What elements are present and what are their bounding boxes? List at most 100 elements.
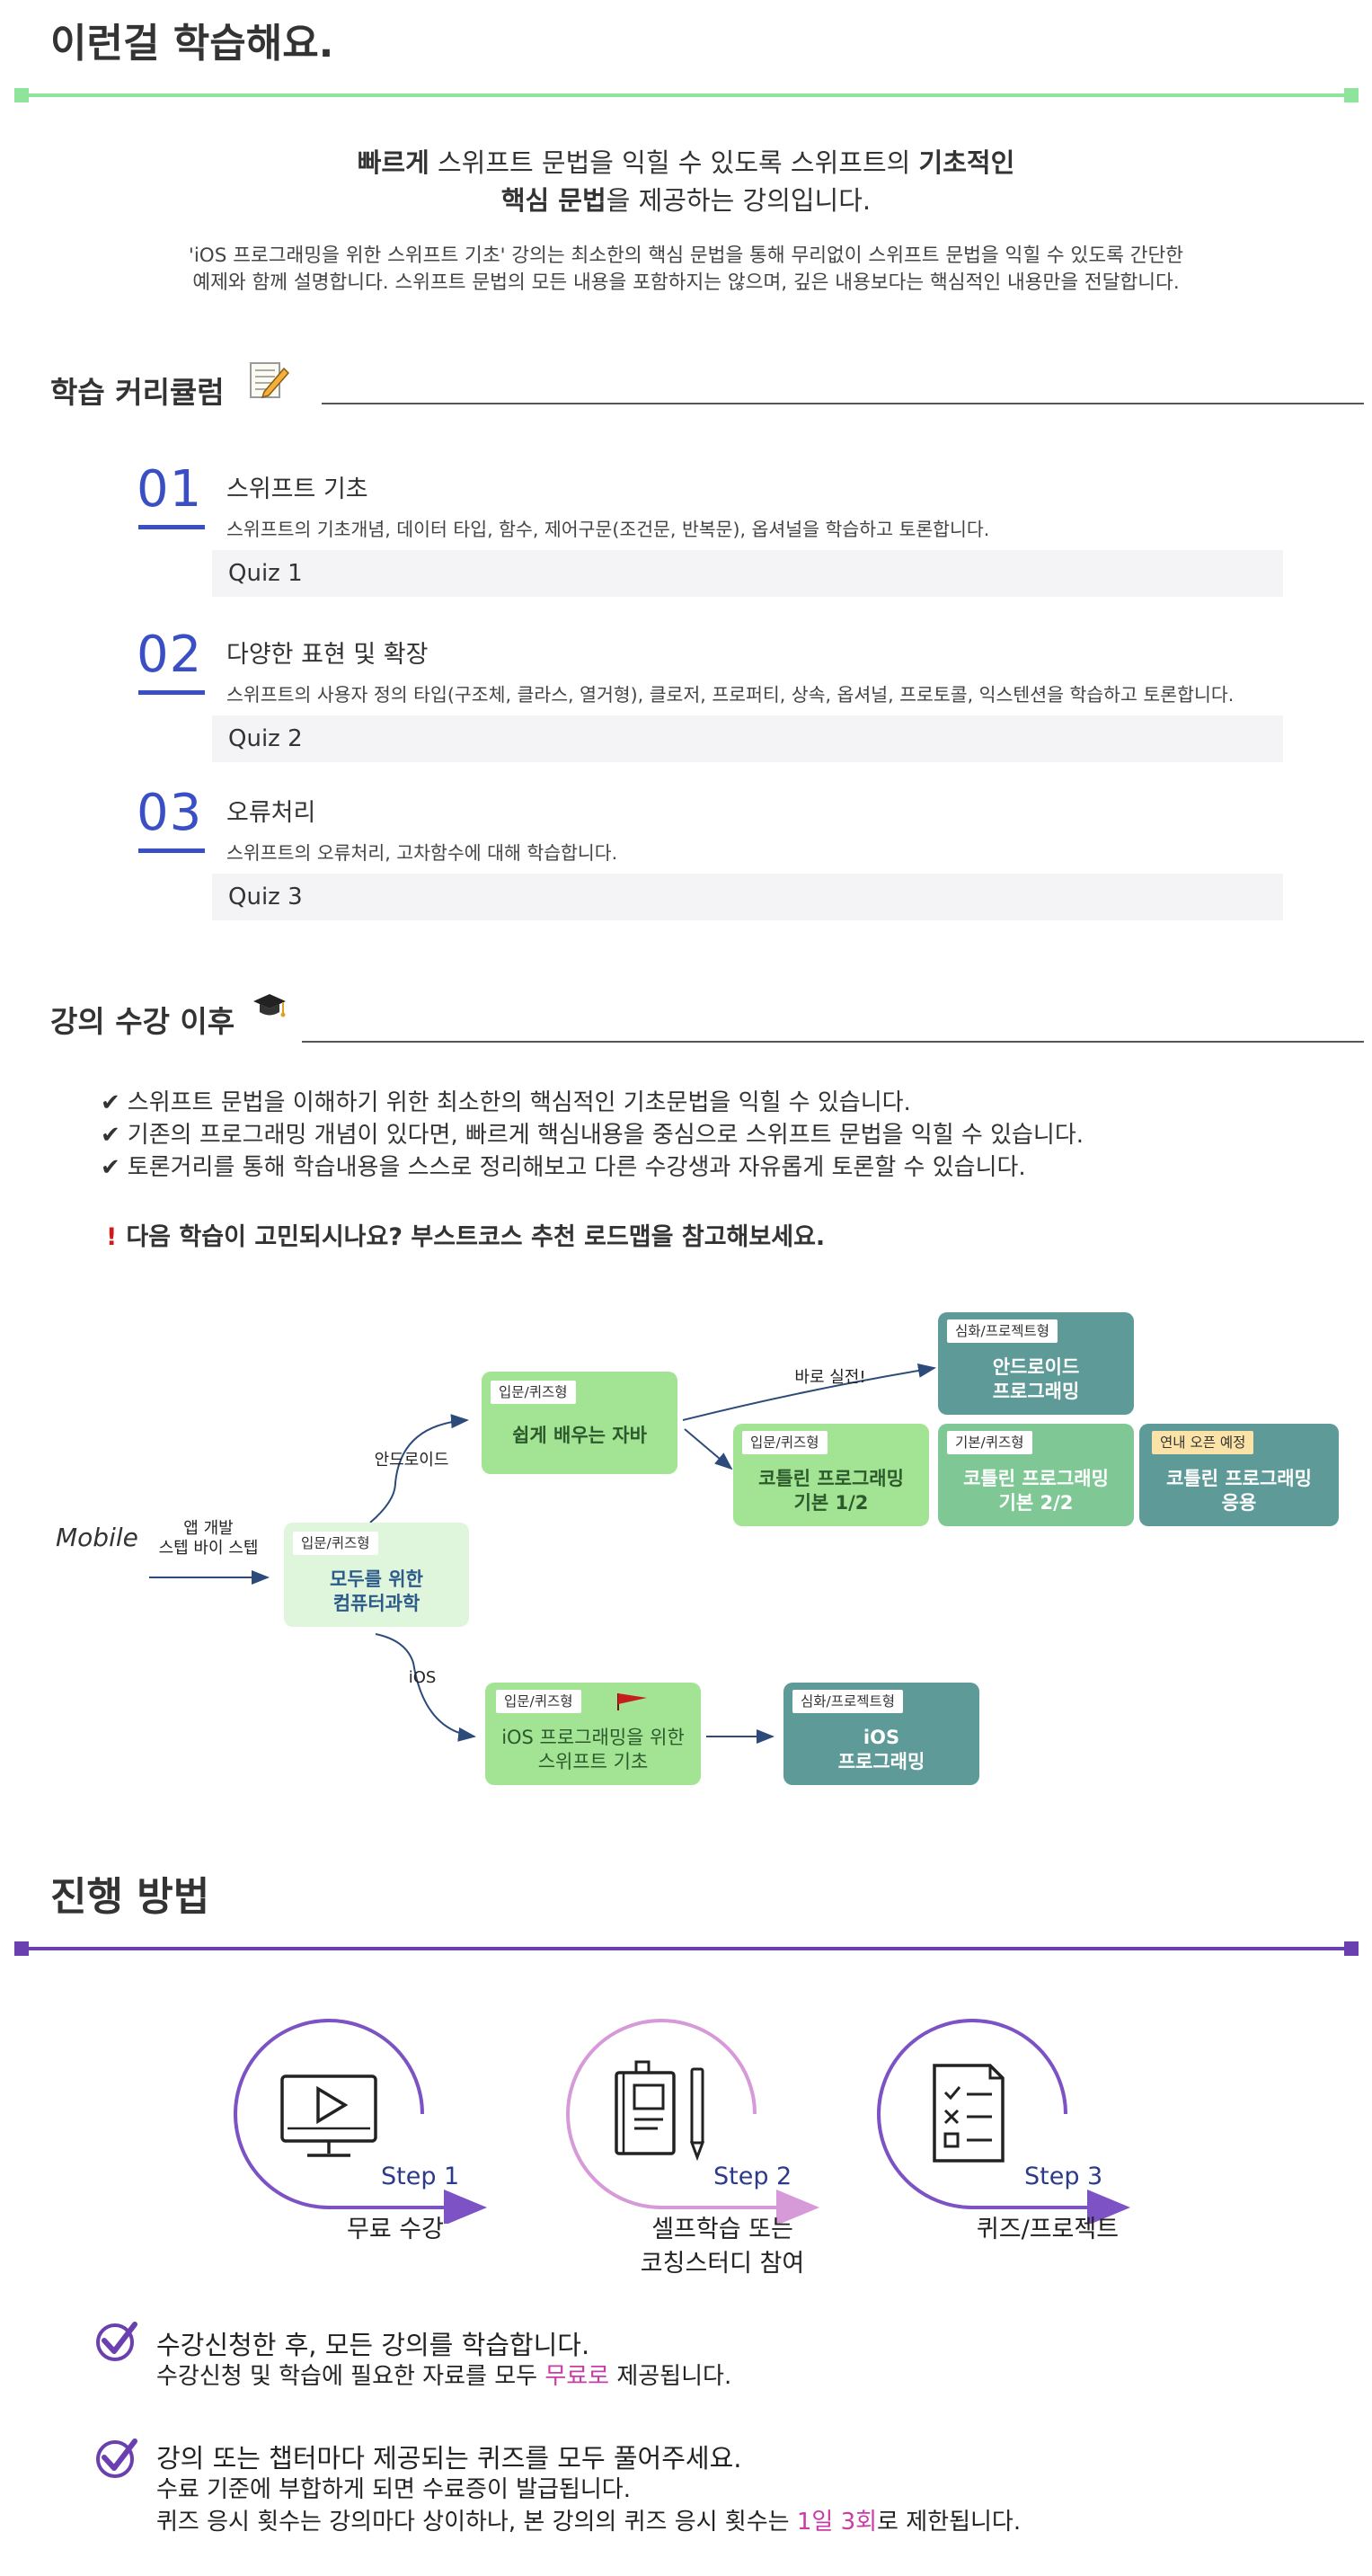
roadmap-node-cs[interactable]: 입문/퀴즈형 모두를 위한 컴퓨터과학: [284, 1523, 469, 1627]
roadmap-node-android[interactable]: 심화/프로젝트형 안드로이드 프로그래밍: [938, 1312, 1134, 1415]
step-1-graphic: [234, 2019, 487, 2224]
step-2-label: Step 2: [713, 2163, 792, 2190]
step-2-graphic: [566, 2019, 819, 2224]
after-item-text: 기존의 프로그래밍 개념이 있다면, 빠르게 핵심내용을 중심으로 스위프트 문…: [127, 1122, 1084, 1149]
section-divider-green: [22, 93, 1351, 97]
step-3-graphic: [877, 2019, 1130, 2224]
lead-bold-basic: 기초적인: [918, 147, 1015, 178]
rule-cap-right: [1344, 88, 1359, 102]
intro-desc-line-1: 'iOS 프로그래밍을 위한 스위프트 기초' 강의는 최소한의 핵심 문법을 …: [188, 244, 1184, 267]
edge-label-app: 앱 개발 스텝 바이 스텝: [146, 1519, 271, 1559]
book-pencil-icon: [615, 2060, 705, 2162]
node-line: 프로그래밍: [837, 1751, 925, 1772]
curriculum-item-title: 다양한 표현 및 확장: [226, 641, 429, 669]
after-item-text: 토론거리를 통해 학습내용을 스스로 정리해보고 다른 수강생과 자유롭게 토론…: [127, 1154, 1026, 1181]
curriculum-item-desc: 스위프트의 사용자 정의 타입(구조체, 클라스, 열거형), 클로저, 프로퍼…: [226, 684, 1235, 706]
node-line: iOS 프로그래밍을 위한: [501, 1727, 685, 1748]
edge-label-practice: 바로 실전!: [794, 1368, 866, 1387]
memo-pencil-icon: [250, 362, 289, 399]
node-line: 모두를 위한: [330, 1568, 423, 1590]
roadmap-node-kotlin-1[interactable]: 입문/퀴즈형 코틀린 프로그래밍 기본 1/2: [733, 1424, 929, 1526]
curriculum-number: 01: [137, 460, 203, 519]
step-caption-line: 코칭스터디 참여: [640, 2250, 805, 2278]
after-item-text: 스위프트 문법을 이해하기 위한 최소한의 핵심적인 기초문법을 익힐 수 있습…: [127, 1089, 911, 1116]
note-2-sub2-pre: 퀴즈 응시 횟수는 강의마다 상이하나, 본 강의의 퀴즈 응시 횟수는: [156, 2509, 797, 2536]
step-3-label: Step 3: [1024, 2163, 1103, 2190]
node-line: iOS: [863, 1727, 900, 1748]
note-2-sub1: 수료 기준에 부합하게 되면 수료증이 발급됩니다.: [156, 2476, 631, 2503]
note-1-sub-pre: 수강신청 및 학습에 필요한 자료를 모두: [156, 2363, 545, 2390]
edge-label-app-line: 스텝 바이 스텝: [158, 1539, 259, 1558]
note-2-highlight: 1일 3회: [796, 2509, 878, 2536]
arrow-cs-to-java: [369, 1414, 469, 1523]
node-tag: 입문/퀴즈형: [293, 1532, 378, 1555]
node-tag: 심화/프로젝트형: [792, 1690, 904, 1713]
note-2-sub2: 퀴즈 응시 횟수는 강의마다 상이하나, 본 강의의 퀴즈 응시 횟수는 1일 …: [156, 2506, 1021, 2538]
node-line: 코틀린 프로그래밍: [1166, 1468, 1312, 1489]
node-line: 안드로이드: [992, 1356, 1080, 1378]
checklist-icon: [933, 2064, 1005, 2163]
note-2-sub2-post: 로 제한됩니다.: [877, 2509, 1022, 2536]
roadmap-node-kotlin-2[interactable]: 기본/퀴즈형 코틀린 프로그래밍 기본 2/2: [938, 1424, 1134, 1526]
checkmark-icon: ✔: [101, 1089, 120, 1116]
roadmap-node-kotlin-app[interactable]: 연내 오픈 예정 코틀린 프로그래밍 응용: [1139, 1424, 1339, 1526]
quiz-3[interactable]: Quiz 3: [212, 874, 1283, 920]
node-tag: 연내 오픈 예정: [1152, 1431, 1254, 1454]
edge-label-ios: iOS: [408, 1668, 437, 1687]
quiz-1[interactable]: Quiz 1: [212, 550, 1283, 597]
roadmap-node-java[interactable]: 입문/퀴즈형 쉽게 배우는 자바: [482, 1372, 677, 1474]
edge-label-app-line: 앱 개발: [183, 1519, 234, 1538]
roadmap-notice: !다음 학습이 고민되시나요? 부스트코스 추천 로드맵을 참고해보세요.: [106, 1217, 825, 1252]
step-caption-line: 무료 수강: [347, 2216, 444, 2243]
rule-cap-right: [1344, 1941, 1359, 1956]
note-2-main: 강의 또는 챕터마다 제공되는 퀴즈를 모두 풀어주세요.: [156, 2443, 742, 2474]
node-line: 기본 1/2: [793, 1492, 869, 1514]
lead-rest: 을 제공하는 강의입니다.: [606, 185, 872, 216]
node-line: 코틀린 프로그래밍: [963, 1468, 1109, 1489]
node-tag: 심화/프로젝트형: [947, 1319, 1058, 1343]
node-line: 컴퓨터과학: [332, 1593, 420, 1614]
node-tag: 입문/퀴즈형: [496, 1690, 581, 1713]
exclamation-icon: !: [106, 1223, 118, 1251]
roadmap-node-ios[interactable]: 심화/프로젝트형 iOS 프로그래밍: [783, 1683, 979, 1785]
arrow-java-to-android: [682, 1364, 936, 1421]
note-1-main: 수강신청한 후, 모든 강의를 학습합니다.: [156, 2330, 590, 2360]
roadmap-arrows: [149, 1364, 936, 1744]
node-line: 코틀린 프로그래밍: [758, 1468, 904, 1489]
step-3-caption: 퀴즈/프로젝트: [922, 2213, 1173, 2247]
curriculum-item-desc: 스위프트의 기초개념, 데이터 타입, 함수, 제어구문(조건문, 반복문), …: [226, 519, 990, 540]
edge-label-android: 안드로이드: [374, 1451, 449, 1470]
section-title-learn: 이런걸 학습해요.: [50, 21, 334, 67]
intro-description: 'iOS 프로그래밍을 위한 스위프트 기초' 강의는 최소한의 핵심 문법을 …: [0, 243, 1372, 297]
circle-check-icon: [96, 2438, 137, 2478]
curriculum-title: 학습 커리큘럼: [50, 375, 225, 410]
step-1-label: Step 1: [381, 2163, 460, 2190]
step-caption-line: 셀프학습 또는: [651, 2216, 793, 2243]
after-item: ✔ 스위프트 문법을 이해하기 위한 최소한의 핵심적인 기초문법을 익힐 수 있…: [101, 1084, 911, 1117]
note-1-highlight: 무료로: [544, 2363, 610, 2390]
after-rule: [302, 1041, 1364, 1043]
node-tag: 입문/퀴즈형: [491, 1381, 576, 1404]
quiz-2[interactable]: Quiz 2: [212, 715, 1283, 762]
node-line: 쉽게 배우는 자바: [512, 1425, 647, 1446]
lead-bold-core: 핵심 문법: [500, 185, 606, 216]
section-title-process: 진행 방법: [50, 1874, 210, 1920]
node-tag: 기본/퀴즈형: [947, 1431, 1032, 1454]
after-item: ✔기존의 프로그래밍 개념이 있다면, 빠르게 핵심내용을 중심으로 스위프트 …: [101, 1116, 1084, 1150]
red-flag-icon: [617, 1693, 647, 1710]
node-tag: 입문/퀴즈형: [742, 1431, 828, 1454]
after-item: ✔ 토론거리를 통해 학습내용을 스스로 정리해보고 다른 수강생과 자유롭게 토…: [101, 1149, 1026, 1182]
arrow-java-to-kotlin: [684, 1428, 733, 1470]
note-1-sub-post: 제공됩니다.: [609, 2363, 732, 2390]
roadmap-node-swift[interactable]: 입문/퀴즈형 iOS 프로그래밍을 위한 스위프트 기초: [485, 1683, 701, 1785]
step-2-caption: 셀프학습 또는 코칭스터디 참여: [597, 2213, 848, 2281]
intro-desc-line-2: 예제와 함께 설명합니다. 스위프트 문법의 모든 내용을 포함하지는 않으며,…: [192, 271, 1180, 294]
node-line: 스위프트 기초: [537, 1751, 649, 1772]
roadmap-start-mobile: Mobile: [56, 1523, 138, 1552]
node-line: 응용: [1221, 1492, 1257, 1514]
monitor-play-icon: [280, 2074, 377, 2157]
curriculum-number-underline: [138, 848, 205, 853]
checkmark-icon: ✔: [101, 1154, 120, 1181]
note-1-sub: 수강신청 및 학습에 필요한 자료를 모두 무료로 제공됩니다.: [156, 2360, 731, 2393]
step-1-caption: 무료 수강: [270, 2213, 521, 2247]
